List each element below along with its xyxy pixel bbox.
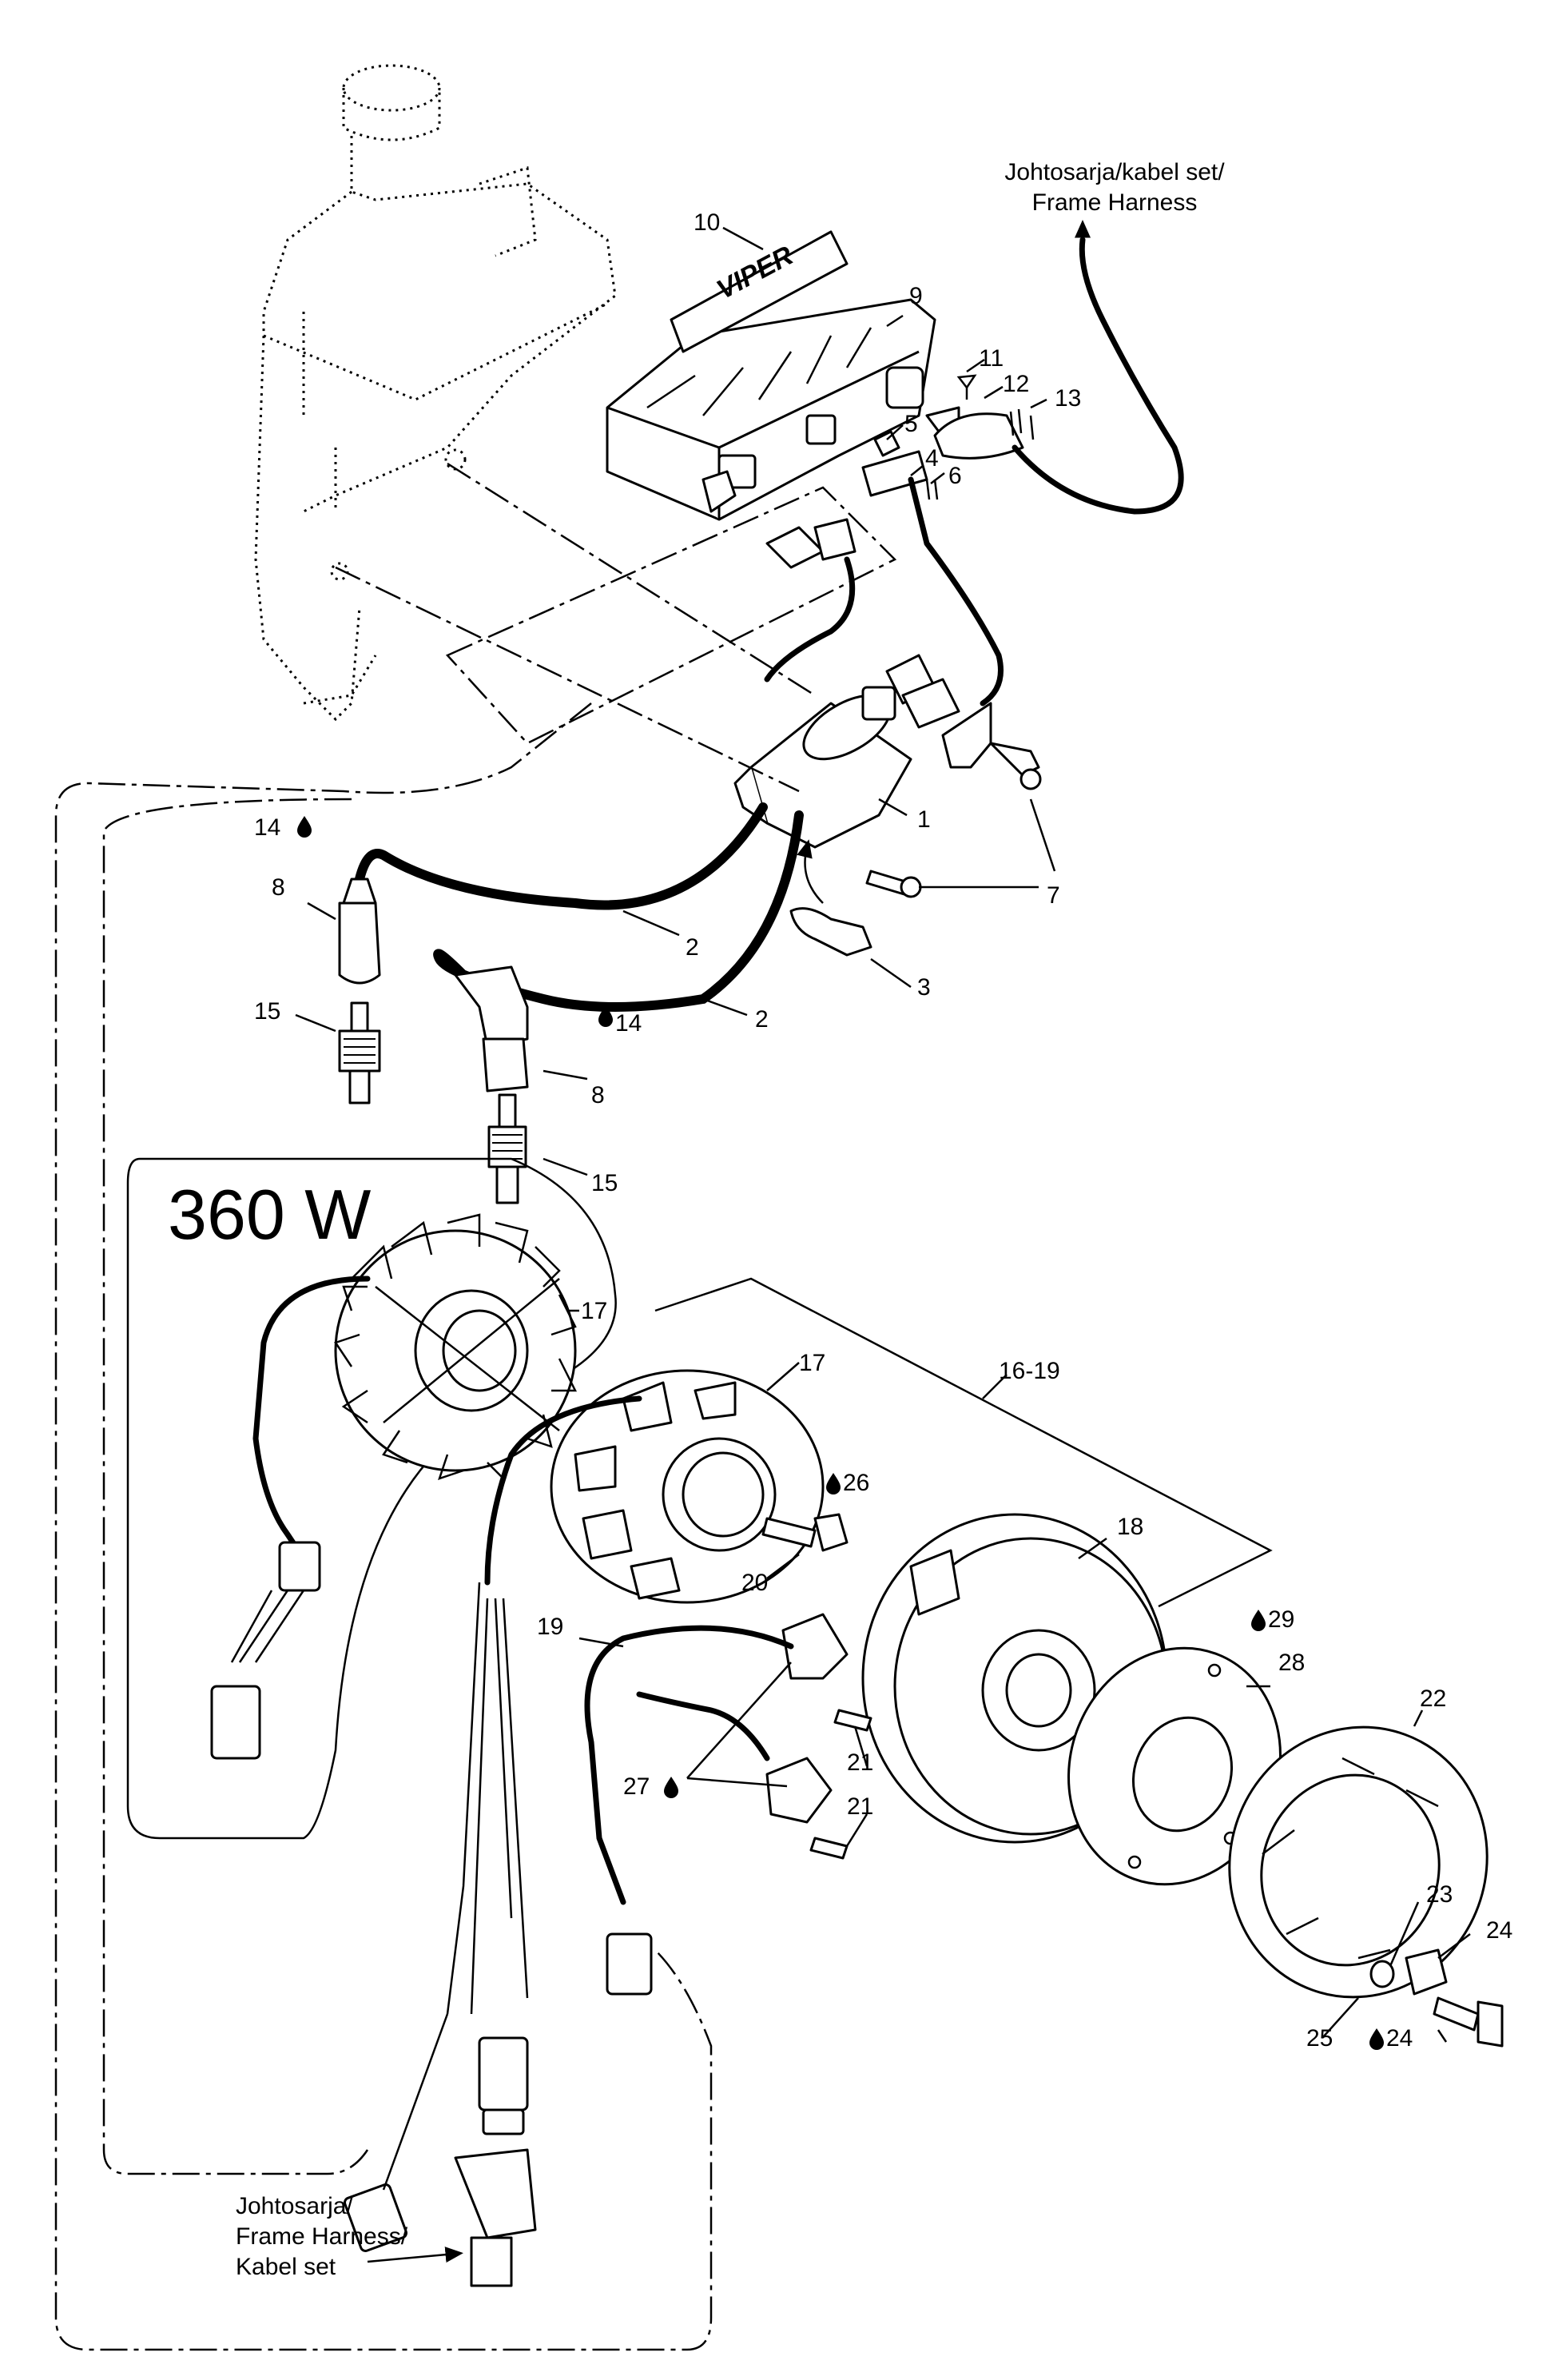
part-label: 14 xyxy=(254,814,280,841)
sensor-upper xyxy=(781,1613,849,1680)
part-label: 2 xyxy=(686,934,699,961)
lubricant-drop-icon xyxy=(826,1473,841,1494)
part-label: 17 xyxy=(799,1350,825,1376)
part-label: 17 xyxy=(581,1298,607,1324)
lubricant-drop-icon xyxy=(1251,1610,1266,1631)
part-label: 2 xyxy=(755,1006,769,1033)
part-label: 23 xyxy=(1426,1881,1453,1908)
part-label: 4 xyxy=(925,445,939,472)
part-label: 15 xyxy=(591,1170,618,1196)
part-label: 24 xyxy=(1386,2025,1413,2052)
harness-note-bottom-line3: Kabel set xyxy=(236,2254,336,2280)
ecu-module xyxy=(606,298,936,521)
part-label: 14 xyxy=(615,1010,642,1037)
sensor-lower xyxy=(765,1757,833,1824)
washer-23 xyxy=(1369,1960,1395,1988)
pickup-wire xyxy=(584,1625,794,1905)
oil-tank xyxy=(254,64,617,722)
part-label: 9 xyxy=(909,283,923,309)
screw-7 xyxy=(865,870,922,898)
part-label: 7 xyxy=(1047,882,1060,909)
spark-plug-right xyxy=(487,1093,527,1204)
part-label: 3 xyxy=(917,974,931,1001)
part-label: 18 xyxy=(1117,1514,1143,1540)
ring-22 xyxy=(1228,1725,1488,1999)
part-label: 29 xyxy=(1268,1606,1294,1633)
screw-21a xyxy=(833,1709,872,1732)
variant-outline xyxy=(126,1157,617,1840)
harness-note-top-line1: Johtosarja/kabel set/ xyxy=(1004,159,1225,185)
part-label: 22 xyxy=(1420,1686,1446,1712)
bolt-24a xyxy=(1405,1948,1448,1996)
part-label: 26 xyxy=(843,1470,869,1496)
harness-note-bottom-line2: Frame Harness/ xyxy=(236,2223,408,2250)
ht-wire-1 xyxy=(355,802,768,910)
lubricant-drop-icon xyxy=(297,816,312,838)
part-label: 25 xyxy=(1306,2025,1333,2052)
part-label: 8 xyxy=(591,1082,605,1108)
part-label: 27 xyxy=(623,1773,650,1800)
part-label: 15 xyxy=(254,998,280,1025)
part-label: 1 xyxy=(917,806,931,833)
harness-plug xyxy=(454,2148,537,2287)
variant-label: 360 W xyxy=(168,1175,371,1254)
part-label: 24 xyxy=(1486,1917,1512,1944)
spark-plug-left xyxy=(338,1001,381,1104)
connector-main-b xyxy=(478,2036,529,2135)
connector-pickup xyxy=(606,1932,653,1996)
assembly-bracket-16-19 xyxy=(654,1277,1273,1608)
harness-wire-top xyxy=(1012,237,1184,515)
part-label: 20 xyxy=(741,1570,768,1596)
part-label: 8 xyxy=(272,874,285,901)
stator-main xyxy=(550,1369,825,1604)
part-label: 12 xyxy=(1003,371,1029,397)
harness-note-bottom-line1: Johtosarja/ xyxy=(236,2193,353,2219)
connector-main-a xyxy=(344,2183,407,2252)
part-label: 16-19 xyxy=(999,1358,1060,1384)
connector-360w-b xyxy=(210,1685,261,1760)
part-label: 13 xyxy=(1055,385,1081,412)
ht-wire-2 xyxy=(433,810,804,1012)
part-label: 28 xyxy=(1278,1650,1305,1676)
part-labels: 10 9 11 12 13 5 4 6 1 7 3 2 2 14 14 8 8 … xyxy=(254,209,1512,2052)
plate-28 xyxy=(1067,1646,1282,1886)
clamp-3 xyxy=(789,839,872,957)
coil-connector xyxy=(764,518,857,683)
assembly-outline-upper xyxy=(445,486,897,745)
lubricant-drop-icon xyxy=(664,1777,678,1798)
part-label: 5 xyxy=(904,411,918,437)
plug-cap-left xyxy=(338,878,381,985)
mounting-bracket xyxy=(941,702,1042,790)
ignition-coil xyxy=(733,654,960,849)
connector-360w-a xyxy=(278,1541,321,1592)
part-label: 6 xyxy=(948,463,962,489)
bolt-20 xyxy=(761,1513,849,1552)
part-label: 19 xyxy=(537,1614,563,1640)
stator-360w xyxy=(334,1213,578,1481)
leader-lines xyxy=(295,226,1471,2263)
part-label: 11 xyxy=(979,345,1004,372)
bolt-24b xyxy=(1433,1996,1504,2048)
harness-outline-lower xyxy=(54,702,713,2351)
screw-21b xyxy=(809,1837,849,1860)
plug-cap-right xyxy=(454,965,529,1092)
part-label: 10 xyxy=(694,209,720,236)
part-label: 21 xyxy=(847,1793,873,1820)
part-label: 21 xyxy=(847,1749,873,1776)
connector-group xyxy=(861,374,1035,500)
lubricant-drop-icon xyxy=(1369,2028,1384,2050)
harness-note-top-line2: Frame Harness xyxy=(1032,189,1198,216)
